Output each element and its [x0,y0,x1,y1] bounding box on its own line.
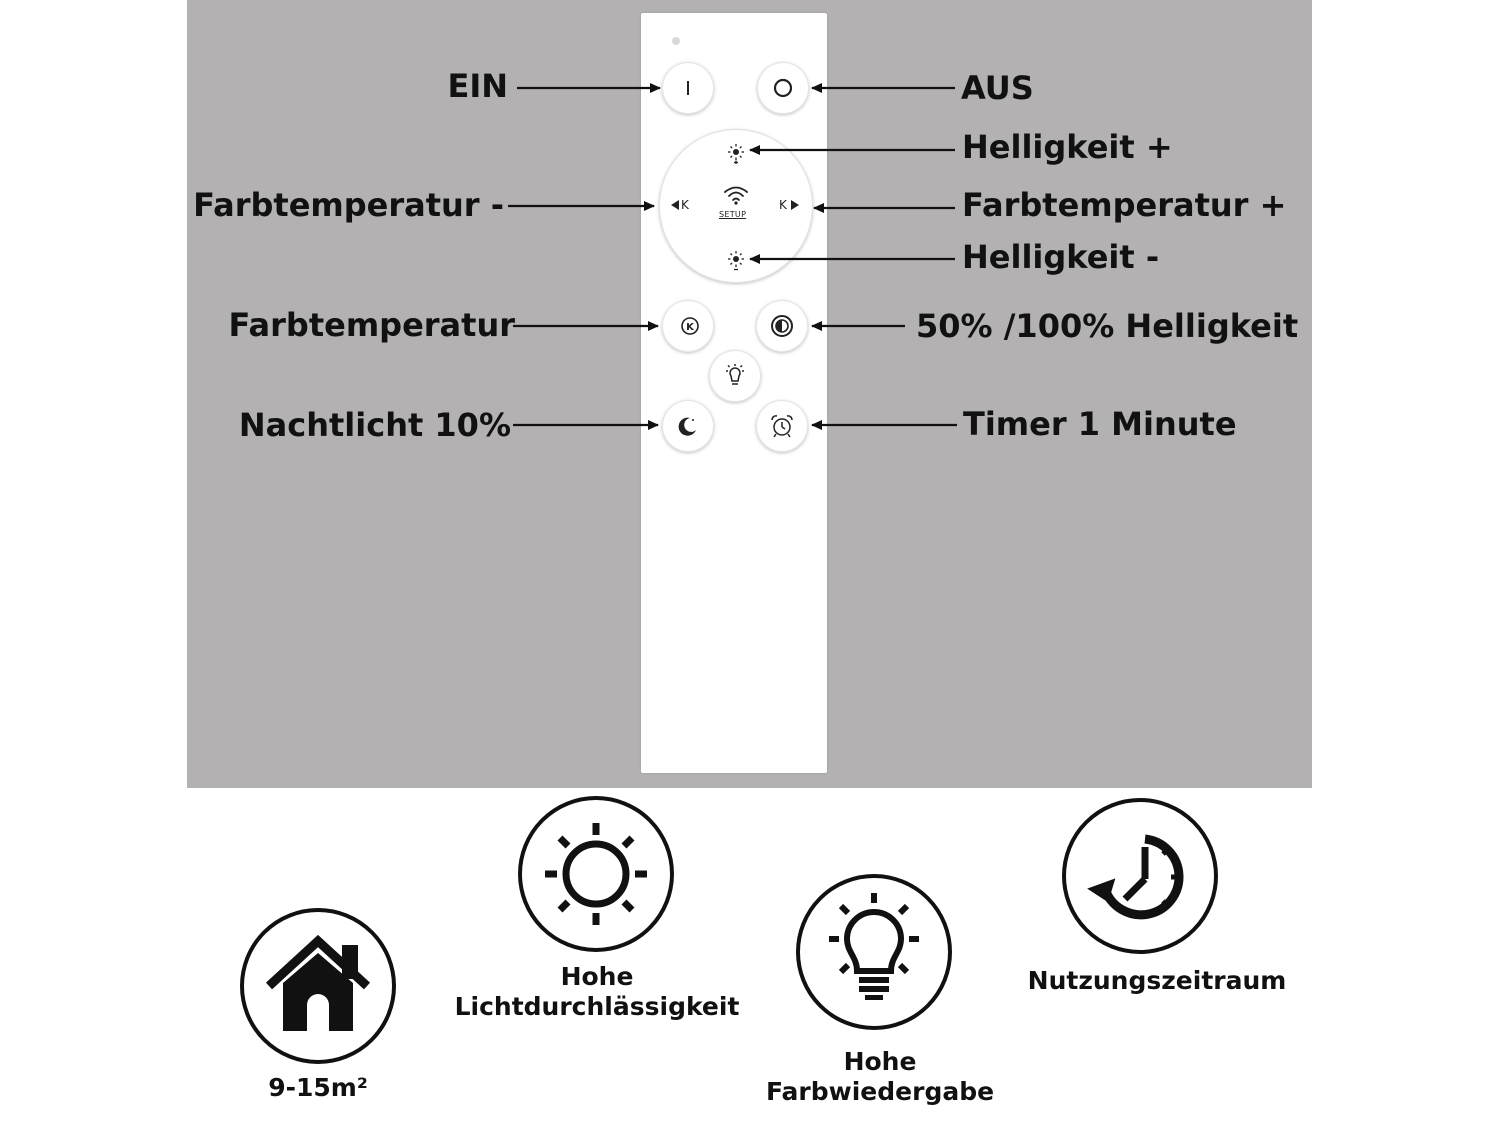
power-off-icon [773,78,793,98]
feature-bulb-caption-line2: Farbwiedergabe [765,1076,995,1106]
label-timer: Timer 1 Minute [963,405,1237,443]
feature-bulb [796,874,952,1030]
label-helligkeit-minus: Helligkeit - [962,238,1160,276]
feature-bulb-caption: Hohe Farbwiedergabe [730,1047,1030,1106]
lightbulb-icon [829,893,919,1000]
label-helligkeit-plus: Helligkeit + [962,128,1173,166]
label-farbtemperatur-plus: Farbtemperatur + [962,186,1287,224]
power-on-icon [687,81,689,95]
triangle-right-icon[interactable] [789,198,801,212]
brightness-down-icon[interactable] [726,249,746,271]
sun-icon [545,823,647,925]
feature-sun-caption-line1: Hohe [560,962,634,991]
feature-sun-caption-line2: Lichtdurchlässigkeit [454,991,740,1021]
setup-label: SETUP [719,210,747,219]
house-icon [265,934,371,1031]
alarm-clock-icon [771,415,793,438]
night-light-button[interactable] [662,400,714,452]
clock-rotate-icon [1087,834,1184,920]
feature-house-caption: 9-15m² [268,1073,368,1102]
remote-led [672,37,680,45]
triangle-left-icon[interactable] [669,198,681,212]
light-mode-button[interactable] [709,350,761,402]
label-ein: EIN [447,67,508,105]
label-farbtemperatur-minus: Farbtemperatur - [193,186,504,224]
on-button[interactable] [662,62,714,114]
lamp-icon [726,364,744,385]
feature-clock [1062,798,1218,954]
color-temperature-button[interactable]: K [662,300,714,352]
feature-sun [518,796,674,952]
color-temp-minus-k: K [681,198,689,212]
label-farbtemperatur: Farbtemperatur [228,306,515,344]
feature-sun-caption: Hohe Lichtdurchlässigkeit [447,962,747,1021]
label-aus: AUS [961,69,1034,107]
timer-button[interactable] [756,400,808,452]
wifi-icon[interactable] [722,184,750,206]
color-temp-plus-k: K [779,198,787,212]
label-nachtlicht: Nachtlicht 10% [238,406,511,444]
feature-bulb-caption-line1: Hohe [843,1047,917,1076]
brightness-up-icon[interactable] [726,142,746,164]
color-temp-k-glyph: K [686,322,695,333]
label-helligkeit-50-100: 50% /100% Helligkeit [916,307,1299,345]
feature-house [240,908,396,1064]
feature-clock-caption: Nutzungszeitraum [1027,966,1287,995]
half-circle-icon [771,315,793,337]
color-temperature-icon: K [677,317,699,335]
off-button[interactable] [757,62,809,114]
moon-icon [678,417,696,436]
brightness-50-100-button[interactable] [756,300,808,352]
